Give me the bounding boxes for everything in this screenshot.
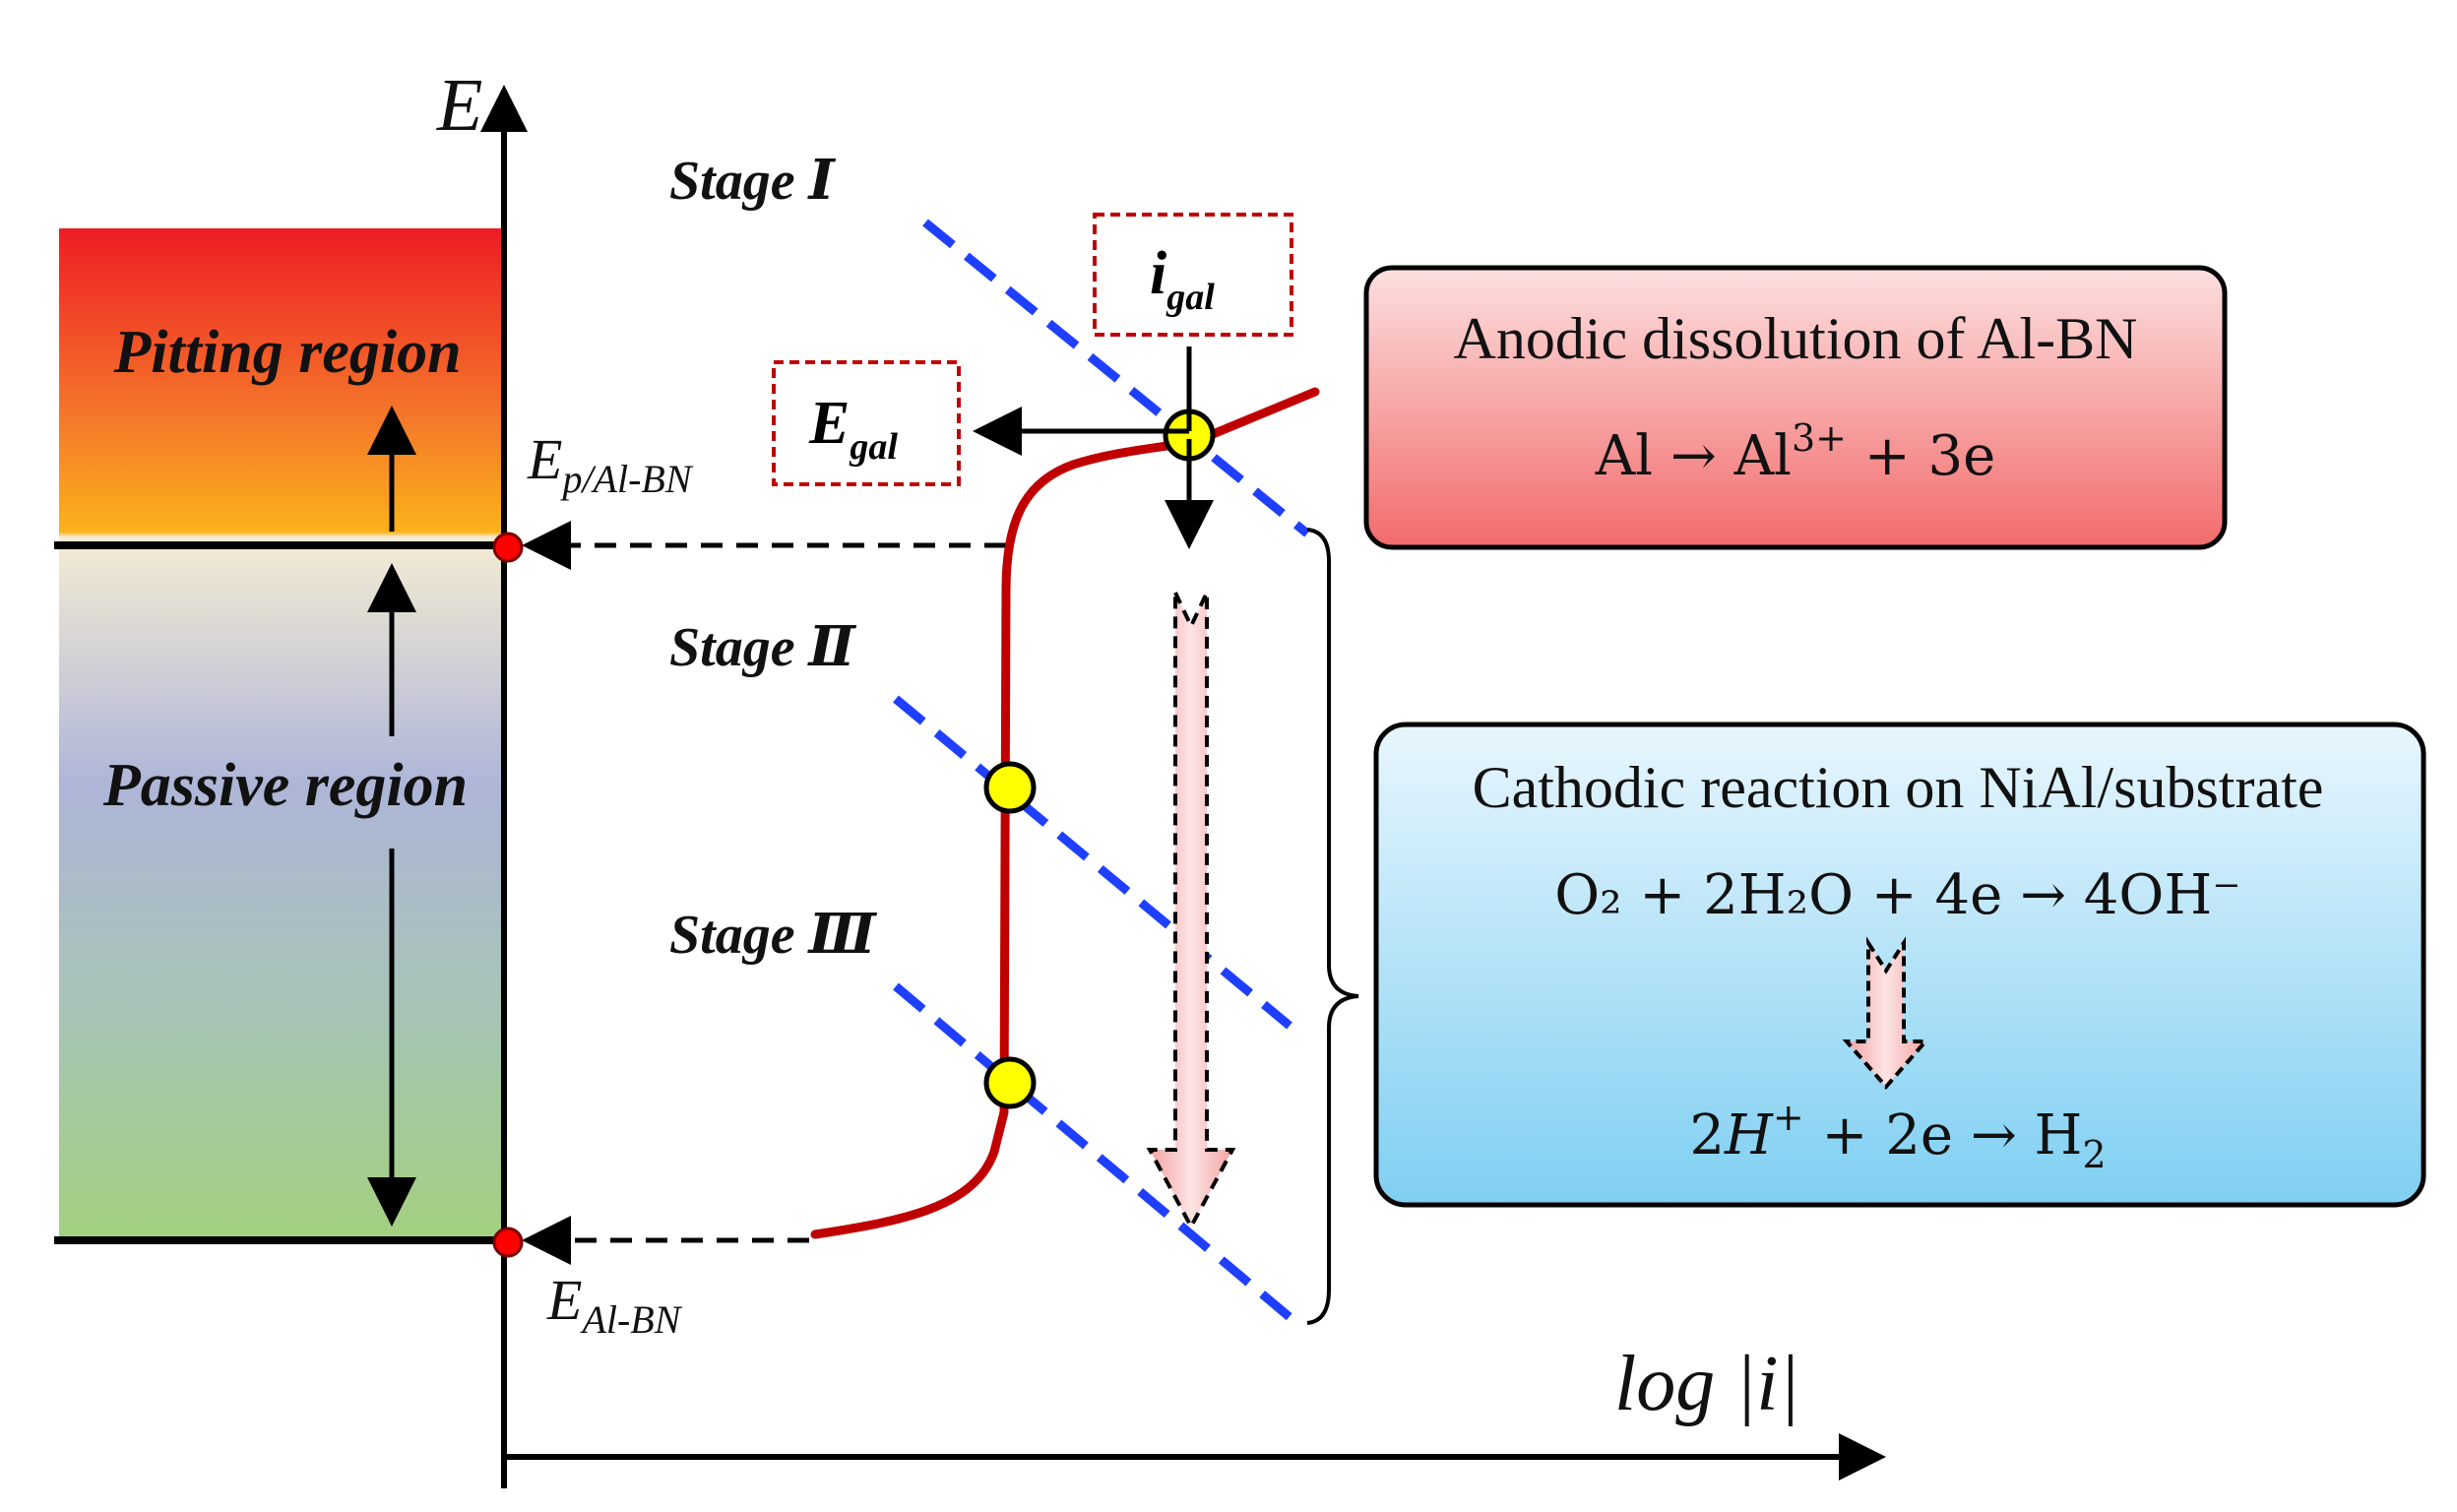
pitting-potential-marker	[492, 532, 524, 563]
stage2-label: Stage Ⅱ	[669, 617, 857, 678]
potential-shift-arrow	[1146, 592, 1236, 1231]
galvanic-potential-label: Egal	[808, 390, 898, 468]
cathodic-reaction-title: Cathodic reaction on NiAl/substrate	[1473, 755, 2324, 820]
pitting-region-label: Pitting region	[112, 319, 461, 386]
y-axis-label: E	[436, 64, 482, 147]
stage3-intersection-marker	[983, 1056, 1037, 1109]
cathodic-reaction-equation-2: 2H+ + 2e → H2	[1689, 1096, 2106, 1176]
cathodic-reaction-equation-1: O₂ + 2H₂O + 4e → 4OH⁻	[1554, 863, 2240, 927]
region-gradient-bar	[59, 228, 502, 1240]
anodic-reaction-title: Anodic dissolution of Al-BN	[1453, 306, 2137, 371]
corrosion-potential-label: EAl-BN	[546, 1268, 683, 1342]
stage2-intersection-marker	[983, 761, 1037, 814]
anodic-polarization-curve	[810, 387, 1320, 1239]
corrosion-potential-marker	[492, 1227, 524, 1258]
galvanic-current-label: igal	[1150, 240, 1215, 318]
pitting-potential-label: Ep/Al-BN	[527, 427, 694, 501]
cathodic-line-stage2	[893, 695, 1292, 1030]
cathodic-step-arrow	[1842, 936, 1930, 1091]
galvanic-potential-box	[772, 360, 961, 486]
anodic-reaction-box	[1363, 265, 2228, 550]
stage1-label: Stage Ⅰ	[669, 151, 837, 212]
cathodic-lines-brace	[1306, 528, 1359, 1325]
x-axis-label: log |i|	[1614, 1341, 1799, 1427]
anodic-reaction-equation: Al → Al3+ + 3e	[1595, 416, 1996, 488]
galvanic-current-box	[1093, 213, 1293, 337]
cathodic-line-stage1	[922, 219, 1310, 537]
cathodic-line-stage3	[893, 982, 1292, 1321]
passive-region-label: Passive region	[102, 752, 468, 819]
stage3-label: Stage Ⅲ	[669, 905, 878, 966]
